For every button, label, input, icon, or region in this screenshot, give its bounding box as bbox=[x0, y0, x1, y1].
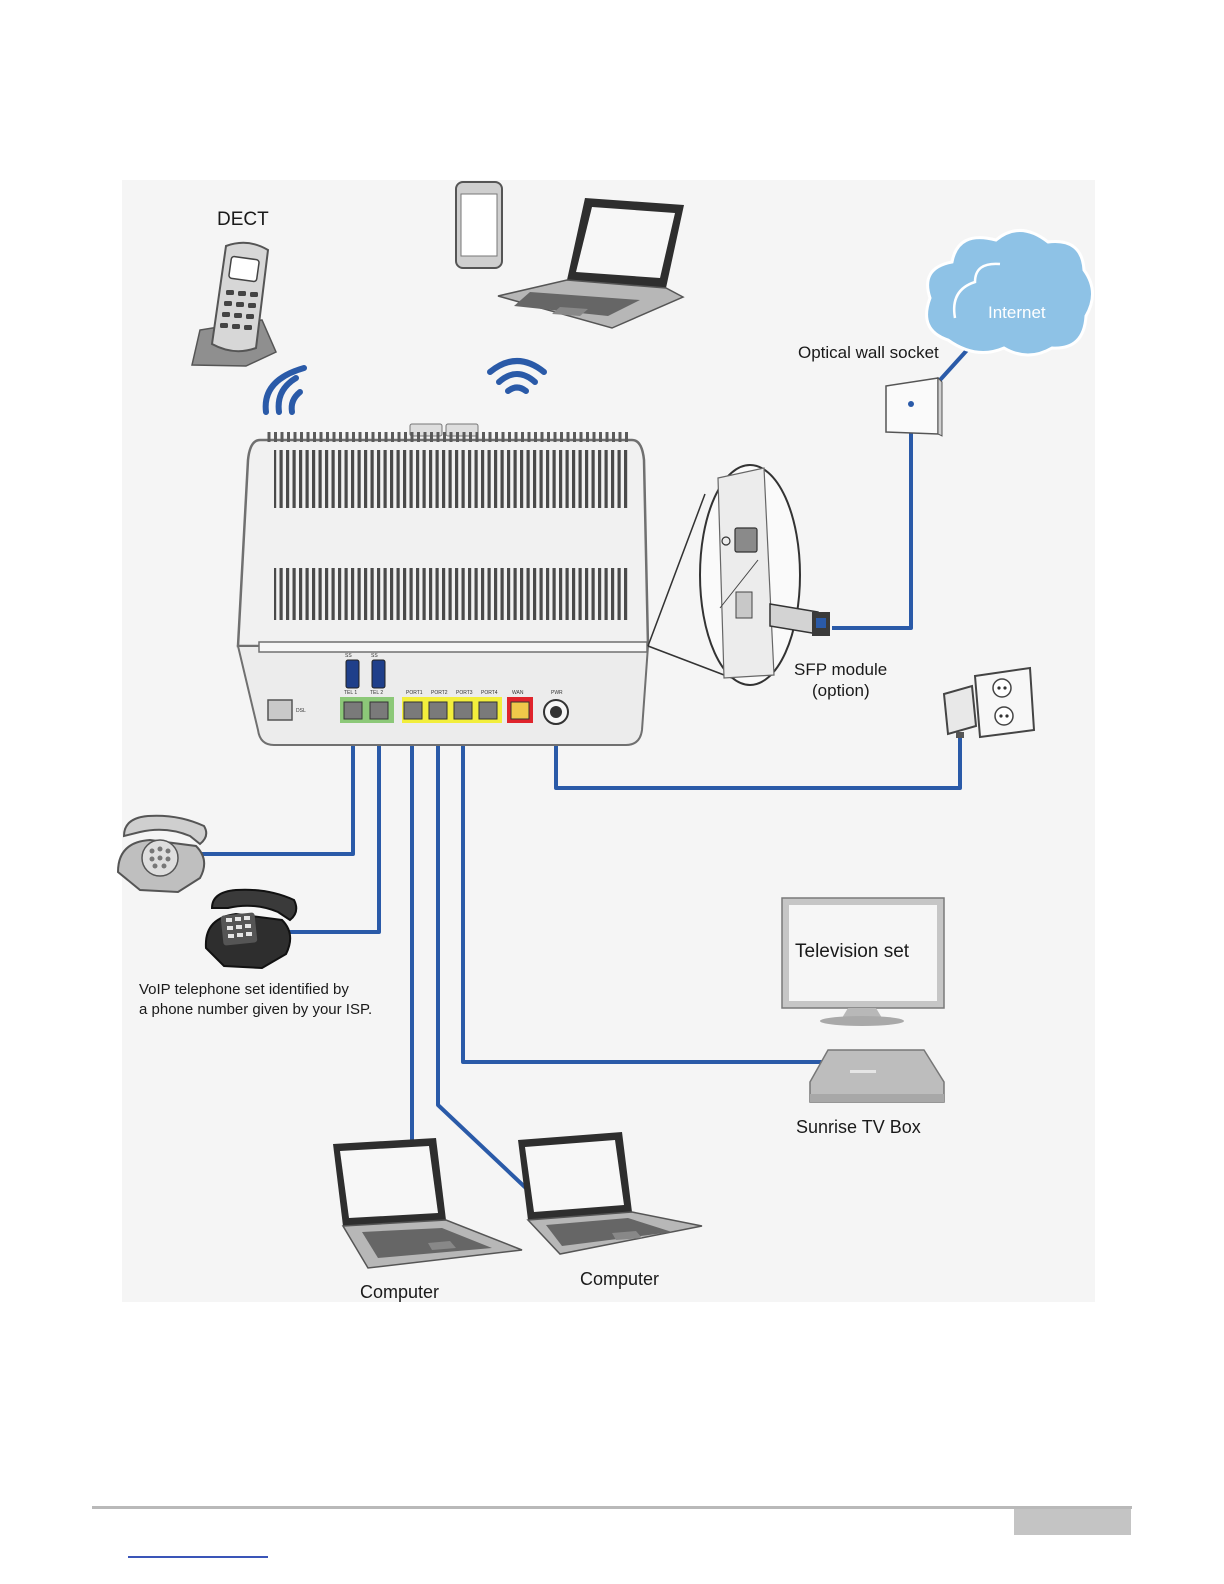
svg-text:WAN: WAN bbox=[512, 690, 524, 696]
optical-wall-socket bbox=[886, 378, 942, 436]
computer-left-label: Computer bbox=[360, 1282, 439, 1302]
sfp-label-line1: SFP module bbox=[794, 660, 887, 679]
footer-page-box bbox=[1014, 1509, 1131, 1535]
optical-socket-label: Optical wall socket bbox=[798, 343, 939, 362]
voip-phone bbox=[206, 890, 296, 968]
analog-phone bbox=[118, 816, 206, 892]
svg-text:TEL 1: TEL 1 bbox=[344, 690, 357, 696]
router: DSL SS SS TEL 1 TEL 2 PORT1 PORT2 PORT3 … bbox=[238, 424, 648, 745]
tv-box-label: Sunrise TV Box bbox=[796, 1117, 921, 1137]
svg-text:PORT2: PORT2 bbox=[431, 690, 448, 696]
voip-caption-line2: a phone number given by your ISP. bbox=[139, 1001, 372, 1018]
svg-text:SS: SS bbox=[371, 653, 378, 659]
svg-text:SS: SS bbox=[345, 653, 352, 659]
voip-caption-line1: VoIP telephone set identified by bbox=[139, 981, 349, 998]
svg-text:PORT3: PORT3 bbox=[456, 690, 473, 696]
svg-text:PORT1: PORT1 bbox=[406, 690, 423, 696]
dect-screen bbox=[229, 256, 260, 282]
internet-label: Internet bbox=[988, 303, 1046, 322]
svg-text:DSL: DSL bbox=[296, 708, 306, 714]
dsl-port bbox=[268, 700, 292, 720]
tv-box bbox=[810, 1050, 944, 1102]
dect-label: DECT bbox=[217, 209, 269, 230]
footer-link-underline bbox=[128, 1556, 268, 1558]
router-vents-lower bbox=[274, 568, 629, 620]
television bbox=[782, 898, 944, 1026]
footer-rule bbox=[92, 1506, 1132, 1509]
smartphone bbox=[456, 182, 502, 268]
sfp-label-line2: (option) bbox=[812, 681, 870, 700]
svg-text:PWR: PWR bbox=[551, 690, 563, 696]
svg-text:TEL 2: TEL 2 bbox=[370, 690, 383, 696]
svg-text:PORT4: PORT4 bbox=[481, 690, 498, 696]
power-outlet bbox=[975, 668, 1034, 737]
router-vents-upper bbox=[274, 450, 629, 508]
computer-right-label: Computer bbox=[580, 1269, 659, 1289]
router-top-ridge bbox=[266, 432, 628, 442]
television-label: Television set bbox=[795, 941, 910, 962]
